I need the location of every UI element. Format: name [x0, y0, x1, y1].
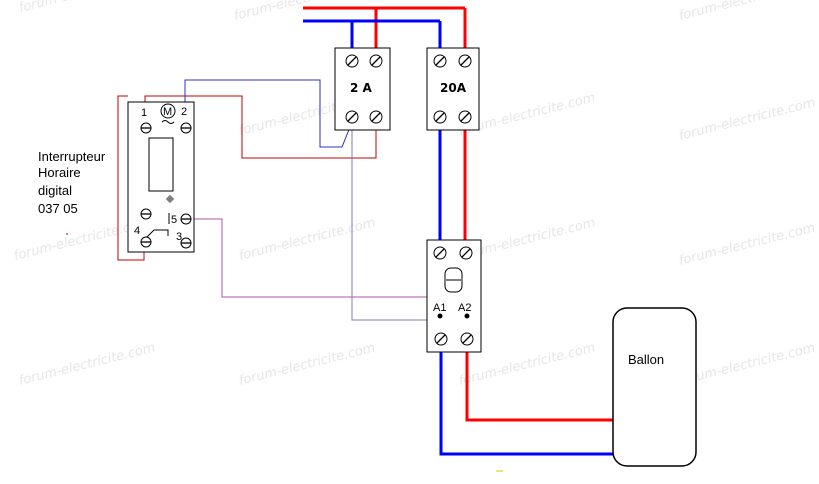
relay-contact-icon	[145, 229, 169, 239]
terminal-5-label: 5	[171, 214, 177, 226]
caption-line: Interrupteur	[38, 149, 106, 164]
phase-wire	[303, 6, 467, 48]
status-indicator-icon	[165, 194, 175, 204]
watermark: forum-electricite.com	[237, 340, 377, 388]
screw-icon	[369, 54, 383, 68]
screw-icon	[460, 332, 474, 346]
control-wire-blue	[184, 79, 353, 148]
breaker-2a: 2 A	[334, 47, 391, 131]
terminal-3-label: 3	[176, 231, 182, 243]
caption-line: digital	[38, 183, 72, 198]
terminal-4-label: 4	[134, 225, 140, 237]
screw-icon	[180, 237, 192, 249]
screw-icon	[140, 208, 152, 220]
watermark: forum-electricite.com	[677, 95, 817, 143]
screw-icon	[434, 332, 448, 346]
timer-switch-caption: Interrupteur Horaire digital 037 05	[38, 149, 106, 216]
screw-icon	[433, 54, 447, 68]
motor-wave-icon	[161, 120, 175, 124]
screw-icon	[458, 110, 472, 124]
screw-icon	[345, 54, 359, 68]
control-wire-red	[117, 95, 145, 261]
screw-icon	[180, 122, 192, 134]
coil-a1-terminal	[437, 313, 443, 319]
screw-icon	[180, 213, 192, 225]
coil-a2-terminal	[464, 313, 470, 319]
watermark: forum-electricite.com	[677, 220, 817, 268]
phase-wire	[465, 352, 615, 422]
breaker-20a: 20A	[426, 47, 480, 131]
screw-icon	[433, 246, 447, 260]
contactor: A1 A2	[426, 239, 482, 353]
watermark: forum-electricite.com	[677, 340, 817, 388]
water-heater-label: Ballon	[628, 352, 664, 367]
screw-icon	[459, 246, 473, 260]
neutral-wire	[303, 19, 442, 48]
timer-display	[148, 137, 174, 192]
watermark: forum-electricite.com	[237, 215, 377, 263]
screw-icon	[345, 110, 359, 124]
contactor-body	[426, 239, 482, 353]
water-heater: Ballon	[612, 307, 697, 467]
control-wire-red	[144, 95, 377, 159]
watermark: forum-electricite.com	[677, 0, 817, 24]
breaker-2a-label: 2 A	[350, 81, 373, 95]
timer-switch: 1 M 2 5 4 3	[127, 101, 195, 253]
water-heater-body	[612, 307, 697, 467]
neutral-wire	[439, 352, 615, 456]
caption-line: Horaire	[38, 165, 81, 180]
watermark: forum-electricite.com	[17, 340, 157, 388]
terminal-2-label: 2	[181, 106, 187, 118]
screw-icon	[369, 110, 383, 124]
motor-label: M	[163, 106, 172, 118]
screw-icon	[433, 110, 447, 124]
power-wiring	[303, 6, 615, 456]
coil-a2-label: A2	[458, 302, 471, 314]
coil-a1-label: A1	[433, 302, 446, 314]
caption-line: 037 05	[38, 201, 78, 216]
watermark: forum-electricite.com	[17, 0, 157, 16]
motor-icon	[160, 103, 176, 119]
screw-icon	[140, 236, 152, 248]
screw-icon	[458, 54, 472, 68]
screw-icon	[140, 122, 152, 134]
terminal-1-label: 1	[141, 107, 147, 119]
breaker-20a-label: 20A	[440, 81, 467, 95]
